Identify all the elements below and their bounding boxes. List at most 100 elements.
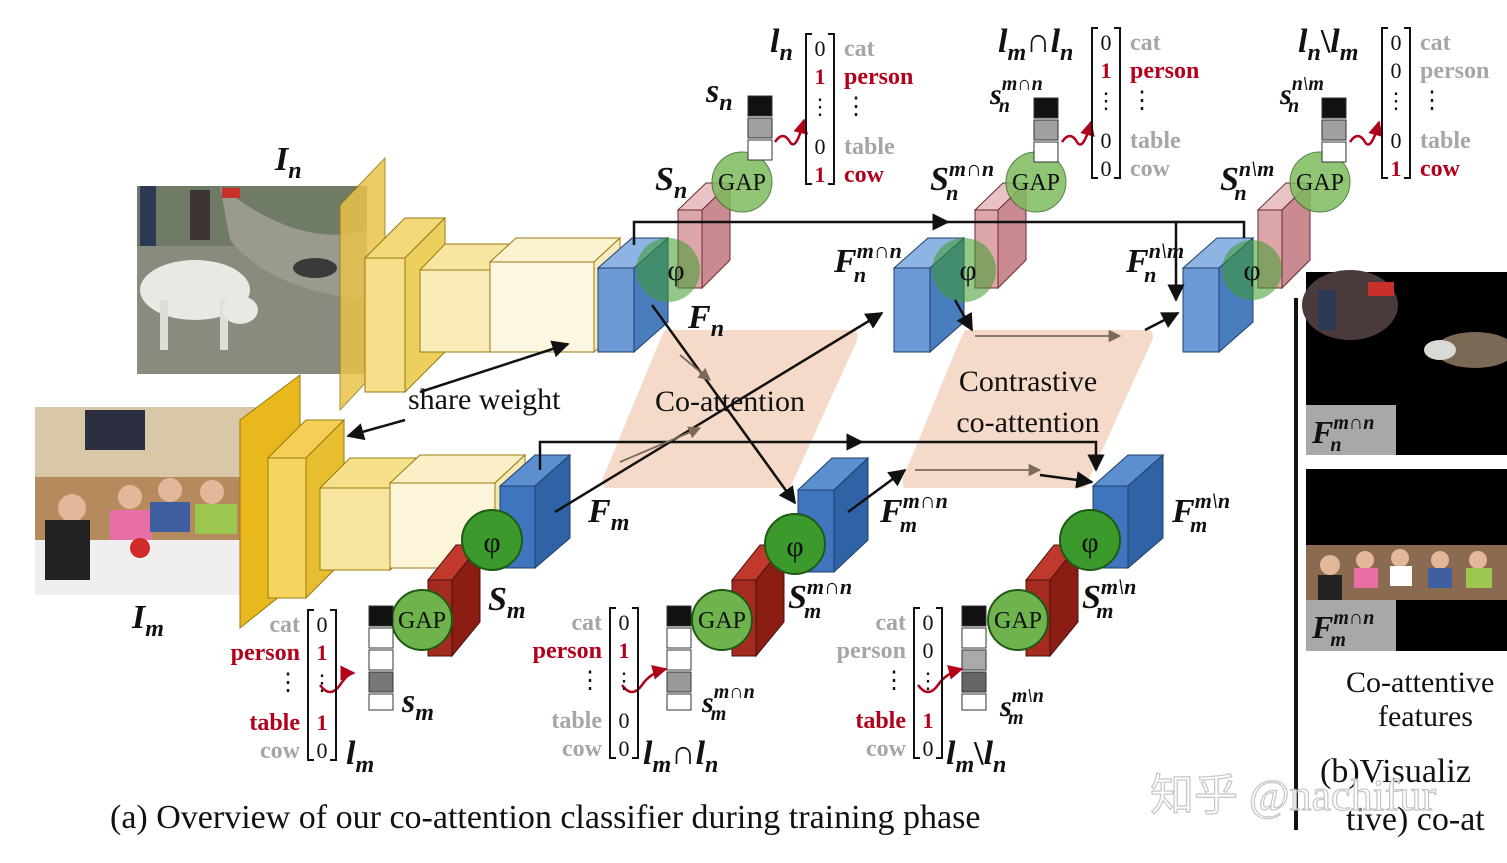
vector-class-bot1-0: cat bbox=[269, 612, 300, 638]
vector-class-top3-3: table bbox=[1420, 128, 1471, 154]
label-sn: sn bbox=[705, 73, 733, 116]
phi-node-top2 bbox=[932, 238, 996, 302]
image-in bbox=[137, 186, 367, 374]
label-vectors: 0 cat 1 person ⋮ ⋮ 0 table 1 cow 0 cat 1 person ⋮ ⋮ 0 tab… bbox=[231, 27, 1489, 764]
gap-node-top3 bbox=[1289, 151, 1351, 213]
phi-label-bot2: φ bbox=[786, 530, 803, 563]
vector-value-bot2-0: 0 bbox=[619, 610, 630, 635]
vector-class-bot3-4: cow bbox=[866, 736, 907, 762]
phi-label-bot3: φ bbox=[1081, 526, 1098, 559]
vector-value-top2-0: 0 bbox=[1101, 30, 1112, 55]
panel-divider bbox=[1294, 298, 1298, 830]
label-Fm: Fm bbox=[587, 493, 629, 536]
vector-value-bot3-0: 0 bbox=[923, 610, 934, 635]
watermark: 知乎 @nachifur bbox=[1150, 771, 1436, 820]
phi-label-bot1: φ bbox=[483, 526, 500, 559]
vector-value-bot2-3: 0 bbox=[619, 708, 630, 733]
vector-class-bot1-4: cow bbox=[260, 738, 301, 764]
label-Sn: Sn bbox=[655, 161, 687, 204]
vector-bracket-bot1 bbox=[307, 609, 337, 761]
vector-bracket-top2 bbox=[1091, 27, 1121, 179]
label-lm-and-ln-top: lm∩ln bbox=[998, 23, 1073, 66]
vector-class-top3-4: cow bbox=[1420, 156, 1461, 182]
vector-value-bot3-3: 1 bbox=[923, 708, 934, 733]
vector-value-top3-2: ⋮ bbox=[1385, 88, 1407, 113]
vector-value-bot2-2: ⋮ bbox=[613, 668, 635, 693]
vector-class-bot2-0: cat bbox=[571, 610, 602, 636]
vector-class-bot2-2: ⋮ bbox=[578, 668, 602, 694]
contrastive-region bbox=[902, 330, 1153, 488]
vector-value-top2-4: 0 bbox=[1101, 156, 1112, 181]
vector-class-top3-2: ⋮ bbox=[1420, 88, 1444, 114]
vector-value-top1-3: 0 bbox=[815, 134, 826, 159]
vector-value-top3-0: 0 bbox=[1391, 30, 1402, 55]
sm-vector-bot1 bbox=[368, 605, 394, 711]
vector-value-bot3-4: 0 bbox=[923, 736, 934, 761]
phi-label-top2: φ bbox=[959, 254, 976, 287]
coattention-region bbox=[602, 330, 858, 488]
vector-class-bot2-4: cow bbox=[562, 736, 603, 762]
vector-class-bot3-0: cat bbox=[875, 610, 906, 636]
gap-node-top1 bbox=[711, 151, 773, 213]
vector-value-top3-3: 0 bbox=[1391, 128, 1402, 153]
phi-node-top3 bbox=[1222, 240, 1282, 300]
label-lm-and-ln-bot: lm∩ln bbox=[643, 735, 718, 778]
vector-class-top1-0: cat bbox=[844, 36, 875, 62]
vector-value-bot2-4: 0 bbox=[619, 736, 630, 761]
gap-node-bot2 bbox=[691, 589, 753, 651]
vector-value-top1-1: 1 bbox=[815, 64, 826, 89]
vector-value-top3-1: 0 bbox=[1391, 58, 1402, 83]
vector-class-top3-0: cat bbox=[1420, 30, 1451, 56]
sm-vector-bot3 bbox=[961, 605, 987, 711]
vector-class-bot3-3: table bbox=[855, 708, 906, 734]
share-weight-label: share weight bbox=[408, 383, 561, 416]
vector-class-top2-3: table bbox=[1130, 128, 1181, 154]
vector-class-top1-2: ⋮ bbox=[844, 94, 868, 120]
vector-bracket-top1 bbox=[805, 33, 835, 185]
label-In: In bbox=[274, 141, 302, 184]
sm-vector-bot2 bbox=[666, 605, 692, 711]
inner-gray-arrows bbox=[619, 329, 1122, 477]
sn-vector-top2 bbox=[1033, 97, 1059, 163]
caption-b: (b)Visualiz bbox=[1320, 753, 1471, 790]
vector-class-top2-2: ⋮ bbox=[1130, 88, 1154, 114]
vector-class-top3-1: person bbox=[1420, 58, 1489, 84]
label-lm-diff-ln-bot: lm\ln bbox=[946, 735, 1006, 778]
red-squiggles bbox=[318, 118, 1383, 694]
vector-value-bot1-3: 1 bbox=[317, 710, 328, 735]
phi-node-bot2 bbox=[764, 513, 826, 575]
vector-class-top1-1: person bbox=[844, 64, 913, 90]
vector-value-bot3-1: 0 bbox=[923, 638, 934, 663]
label-sm: sm bbox=[401, 683, 434, 726]
sn-vector-top1 bbox=[747, 95, 773, 161]
phi-node-bot1 bbox=[461, 509, 523, 571]
vector-bracket-top3 bbox=[1381, 27, 1411, 179]
vector-class-bot1-3: table bbox=[249, 710, 300, 736]
vector-class-top2-1: person bbox=[1130, 58, 1199, 84]
phi-label-top1: φ bbox=[667, 254, 684, 287]
label-ln: ln bbox=[770, 23, 793, 66]
vector-class-bot3-2: ⋮ bbox=[882, 668, 906, 694]
sn-vector-top3 bbox=[1321, 97, 1347, 163]
vector-class-top1-3: table bbox=[844, 134, 895, 160]
gap-label-top1: GAP bbox=[718, 170, 766, 196]
gap-node-bot3 bbox=[987, 589, 1049, 651]
label-Fn: Fn bbox=[687, 299, 724, 342]
label-Sm: Sm bbox=[488, 581, 526, 624]
vector-class-bot2-3: table bbox=[551, 708, 602, 734]
vector-value-bot1-2: ⋮ bbox=[311, 670, 333, 695]
label-Im: Im bbox=[131, 599, 164, 642]
caption-b-continued: tive) co-at bbox=[1346, 801, 1485, 838]
gap-label-top3: GAP bbox=[1296, 170, 1344, 196]
caption-a: (a) Overview of our co-attention classif… bbox=[110, 799, 980, 836]
vector-value-bot1-1: 1 bbox=[317, 640, 328, 665]
